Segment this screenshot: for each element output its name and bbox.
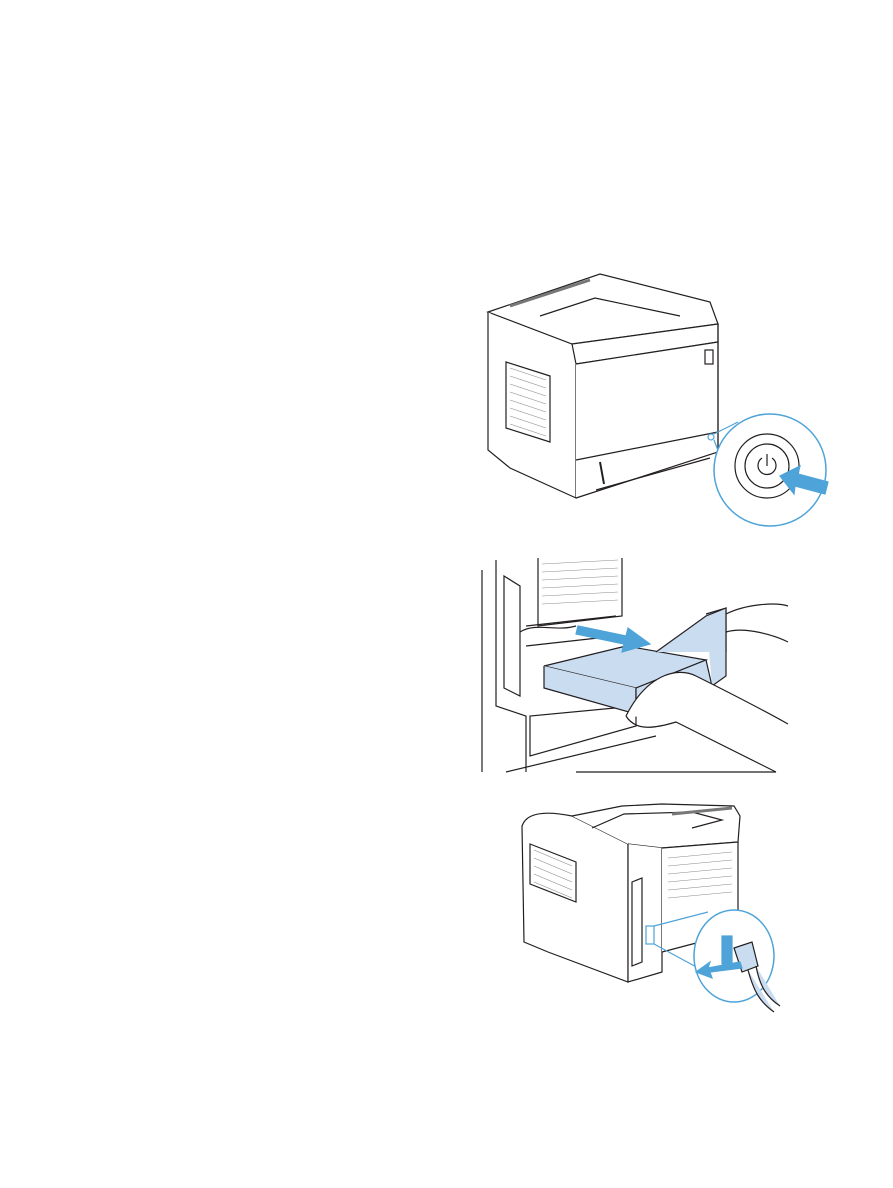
power-cord-unplug-illustration bbox=[512, 802, 782, 1016]
printer-power-button-press-illustration bbox=[480, 272, 835, 530]
duplex-unit-removal-illustration bbox=[476, 556, 792, 776]
